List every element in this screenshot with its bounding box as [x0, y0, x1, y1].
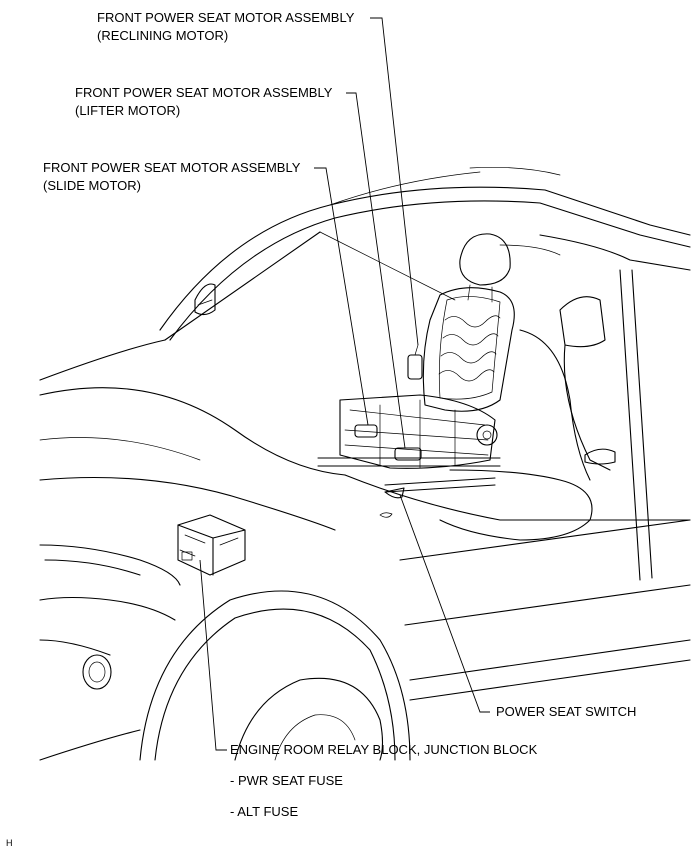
power-seat-switch-label: POWER SEAT SWITCH: [496, 704, 637, 719]
front-seat-frame: [317, 233, 515, 499]
relay-block-label: ENGINE ROOM RELAY BLOCK, JUNCTION BLOCK: [230, 742, 538, 757]
lifter-motor-label-line1: FRONT POWER SEAT MOTOR ASSEMBLY: [75, 85, 333, 100]
lifter-motor-label-line2: (LIFTER MOTOR): [75, 103, 181, 118]
reclining-motor-label-line1: FRONT POWER SEAT MOTOR ASSEMBLY: [97, 10, 355, 25]
alt-fuse-label: - ALT FUSE: [230, 804, 299, 819]
slide-motor-label-line1: FRONT POWER SEAT MOTOR ASSEMBLY: [43, 160, 301, 175]
leader-lines: [199, 17, 490, 751]
relay-block: [177, 514, 246, 576]
vehicle-body: [39, 166, 691, 761]
reference-code: H: [6, 838, 13, 848]
pwr-seat-fuse-label: - PWR SEAT FUSE: [230, 773, 343, 788]
slide-motor-label-line2: (SLIDE MOTOR): [43, 178, 141, 193]
reclining-motor-label-line2: (RECLINING MOTOR): [97, 28, 229, 43]
